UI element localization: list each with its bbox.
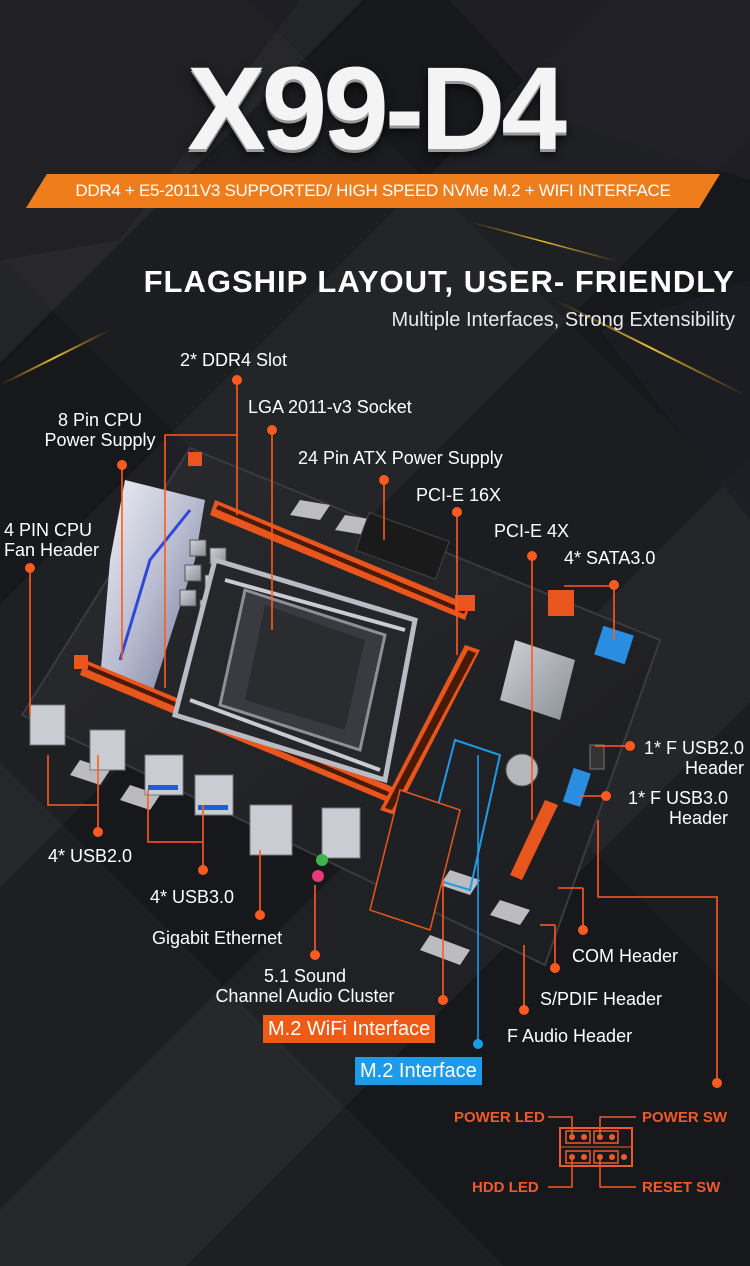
- label-reset-sw: RESET SW: [642, 1179, 721, 1196]
- cmos-battery: [505, 753, 539, 787]
- label-cpu-fan-line2: Fan Header: [4, 540, 100, 560]
- label-cpu-power: 8 Pin CPU Power Supply: [20, 410, 180, 450]
- label-front-usb2-line1: 1* F USB2.0: [643, 738, 744, 758]
- label-front-audio-header: F Audio Header: [507, 1026, 633, 1046]
- label-cpu-fan: 4 PIN CPU Fan Header: [4, 520, 99, 560]
- label-audio-cluster: 5.1 Sound Channel Audio Cluster: [190, 966, 420, 1006]
- label-cpu-power-line1: 8 Pin CPU: [57, 410, 143, 430]
- label-power-sw: POWER SW: [642, 1109, 727, 1126]
- chipset-heatsink: [500, 640, 575, 720]
- label-com-header: COM Header: [572, 946, 679, 966]
- label-ddr4-slot: 2* DDR4 Slot: [180, 350, 288, 370]
- label-front-usb3-line2: Header: [668, 808, 728, 828]
- tagline-text: DDR4 + E5-2011V3 SUPPORTED/ HIGH SPEED N…: [75, 181, 671, 200]
- sata-ports: [594, 625, 634, 665]
- label-pcie4: PCI-E 4X: [494, 521, 570, 541]
- label-hdd-led: HDD LED: [472, 1179, 539, 1196]
- audio-jacks: [312, 854, 328, 882]
- label-audio-cluster-line2: Channel Audio Cluster: [215, 986, 395, 1006]
- label-power-led: POWER LED: [454, 1109, 545, 1126]
- front-panel-header-diagram: [548, 1116, 636, 1188]
- atx-connector: [354, 511, 450, 580]
- tagline-banner: [26, 174, 720, 208]
- label-front-usb3-line1: 1* F USB3.0: [627, 788, 728, 808]
- label-front-usb2: 1* F USB2.0 Header: [600, 738, 744, 778]
- product-title: X99-D4: [186, 43, 567, 175]
- label-front-usb2-line2: Header: [684, 758, 744, 778]
- vrm-heatsink: [100, 480, 205, 700]
- label-lga-socket: LGA 2011-v3 Socket: [248, 397, 412, 417]
- label-m2-wifi: M.2 WiFi Interface: [263, 1015, 436, 1043]
- label-front-usb3: 1* F USB3.0 Header: [590, 788, 728, 828]
- label-cpu-power-line2: Power Supply: [44, 430, 156, 450]
- label-usb3: 4* USB3.0: [150, 887, 235, 907]
- label-sata: 4* SATA3.0: [564, 548, 656, 568]
- label-m2-interface: M.2 Interface: [355, 1057, 482, 1085]
- m2-wifi-area: [369, 789, 461, 931]
- label-atx-power: 24 Pin ATX Power Supply: [298, 448, 503, 468]
- pcie4-slot: [510, 800, 558, 880]
- label-ethernet: Gigabit Ethernet: [152, 928, 283, 948]
- label-cpu-fan-line1: 4 PIN CPU: [4, 520, 93, 540]
- section-subheading: Multiple Interfaces, Strong Extensibilit…: [391, 309, 736, 331]
- section-heading: FLAGSHIP LAYOUT, USER- FRIENDLY: [143, 264, 735, 299]
- label-pcie16: PCI-E 16X: [416, 485, 502, 505]
- label-spdif-header: S/PDIF Header: [540, 989, 663, 1009]
- label-usb2: 4* USB2.0: [48, 846, 133, 866]
- label-audio-cluster-line1: 5.1 Sound: [263, 966, 347, 986]
